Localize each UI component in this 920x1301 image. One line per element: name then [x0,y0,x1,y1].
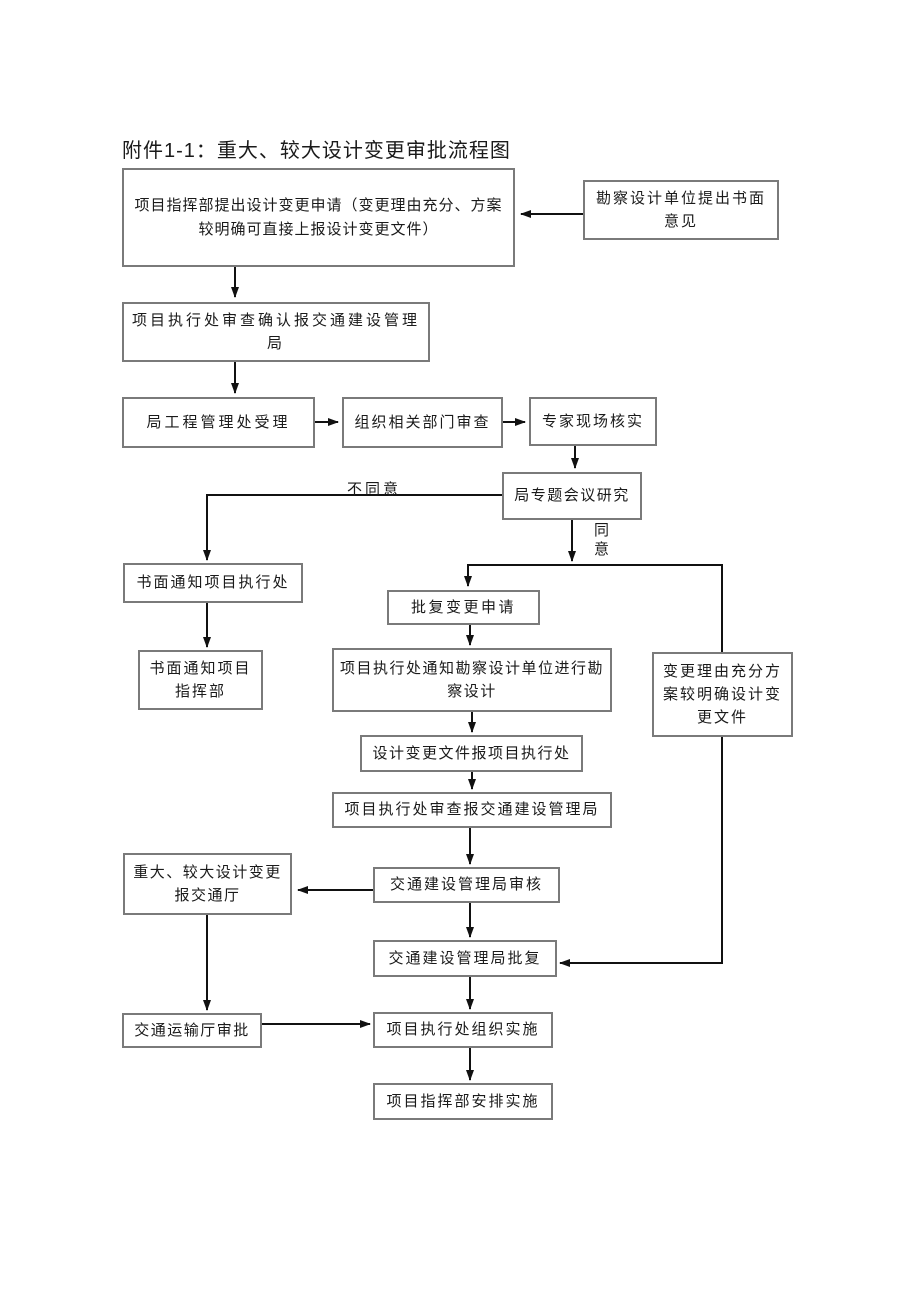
node-exec-office-confirm: 项目执行处审查确认报交通建设管理局 [122,302,430,362]
node-transport-dept-approve: 交通运输厅审批 [122,1013,262,1048]
node-project-hq-implement: 项目指挥部安排实施 [373,1083,553,1120]
arrow-disagree-branch [203,494,502,561]
node-organize-department-review: 组织相关部门审查 [342,397,503,448]
arrow-right-branch-to-bureau-approve [559,564,723,967]
edge-label-disagree: 不同意 [347,481,402,498]
node-bureau-special-meeting: 局专题会议研究 [502,472,642,520]
node-written-notice-project-hq: 书面通知项目指挥部 [138,650,263,710]
page-title: 附件1-1：重大、较大设计变更审批流程图 [122,140,511,162]
node-survey-design-opinion: 勘察设计单位提出书面意见 [583,180,779,240]
node-major-change-report-dept: 重大、较大设计变更报交通厅 [123,853,292,915]
node-sufficient-reason-file: 变更理由充分方案较明确设计变更文件 [652,652,793,737]
node-bureau-review: 交通建设管理局审核 [373,867,560,903]
node-bureau-engineering-accept: 局工程管理处受理 [122,397,315,448]
node-bureau-approve: 交通建设管理局批复 [373,940,557,977]
node-exec-notify-survey-unit: 项目执行处通知勘察设计单位进行勘察设计 [332,648,612,712]
edge-label-agree: 同意 [594,522,610,558]
node-design-change-file-to-exec: 设计变更文件报项目执行处 [360,735,583,772]
node-project-hq-apply: 项目指挥部提出设计变更申请（变更理由充分、方案较明确可直接上报设计变更文件） [122,168,515,267]
node-expert-site-verify: 专家现场核实 [529,397,657,446]
node-exec-review-to-bureau: 项目执行处审查报交通建设管理局 [332,792,612,828]
node-exec-office-implement: 项目执行处组织实施 [373,1012,553,1048]
node-written-notice-exec-office: 书面通知项目执行处 [123,563,303,603]
node-approve-change-request: 批复变更申请 [387,590,540,625]
